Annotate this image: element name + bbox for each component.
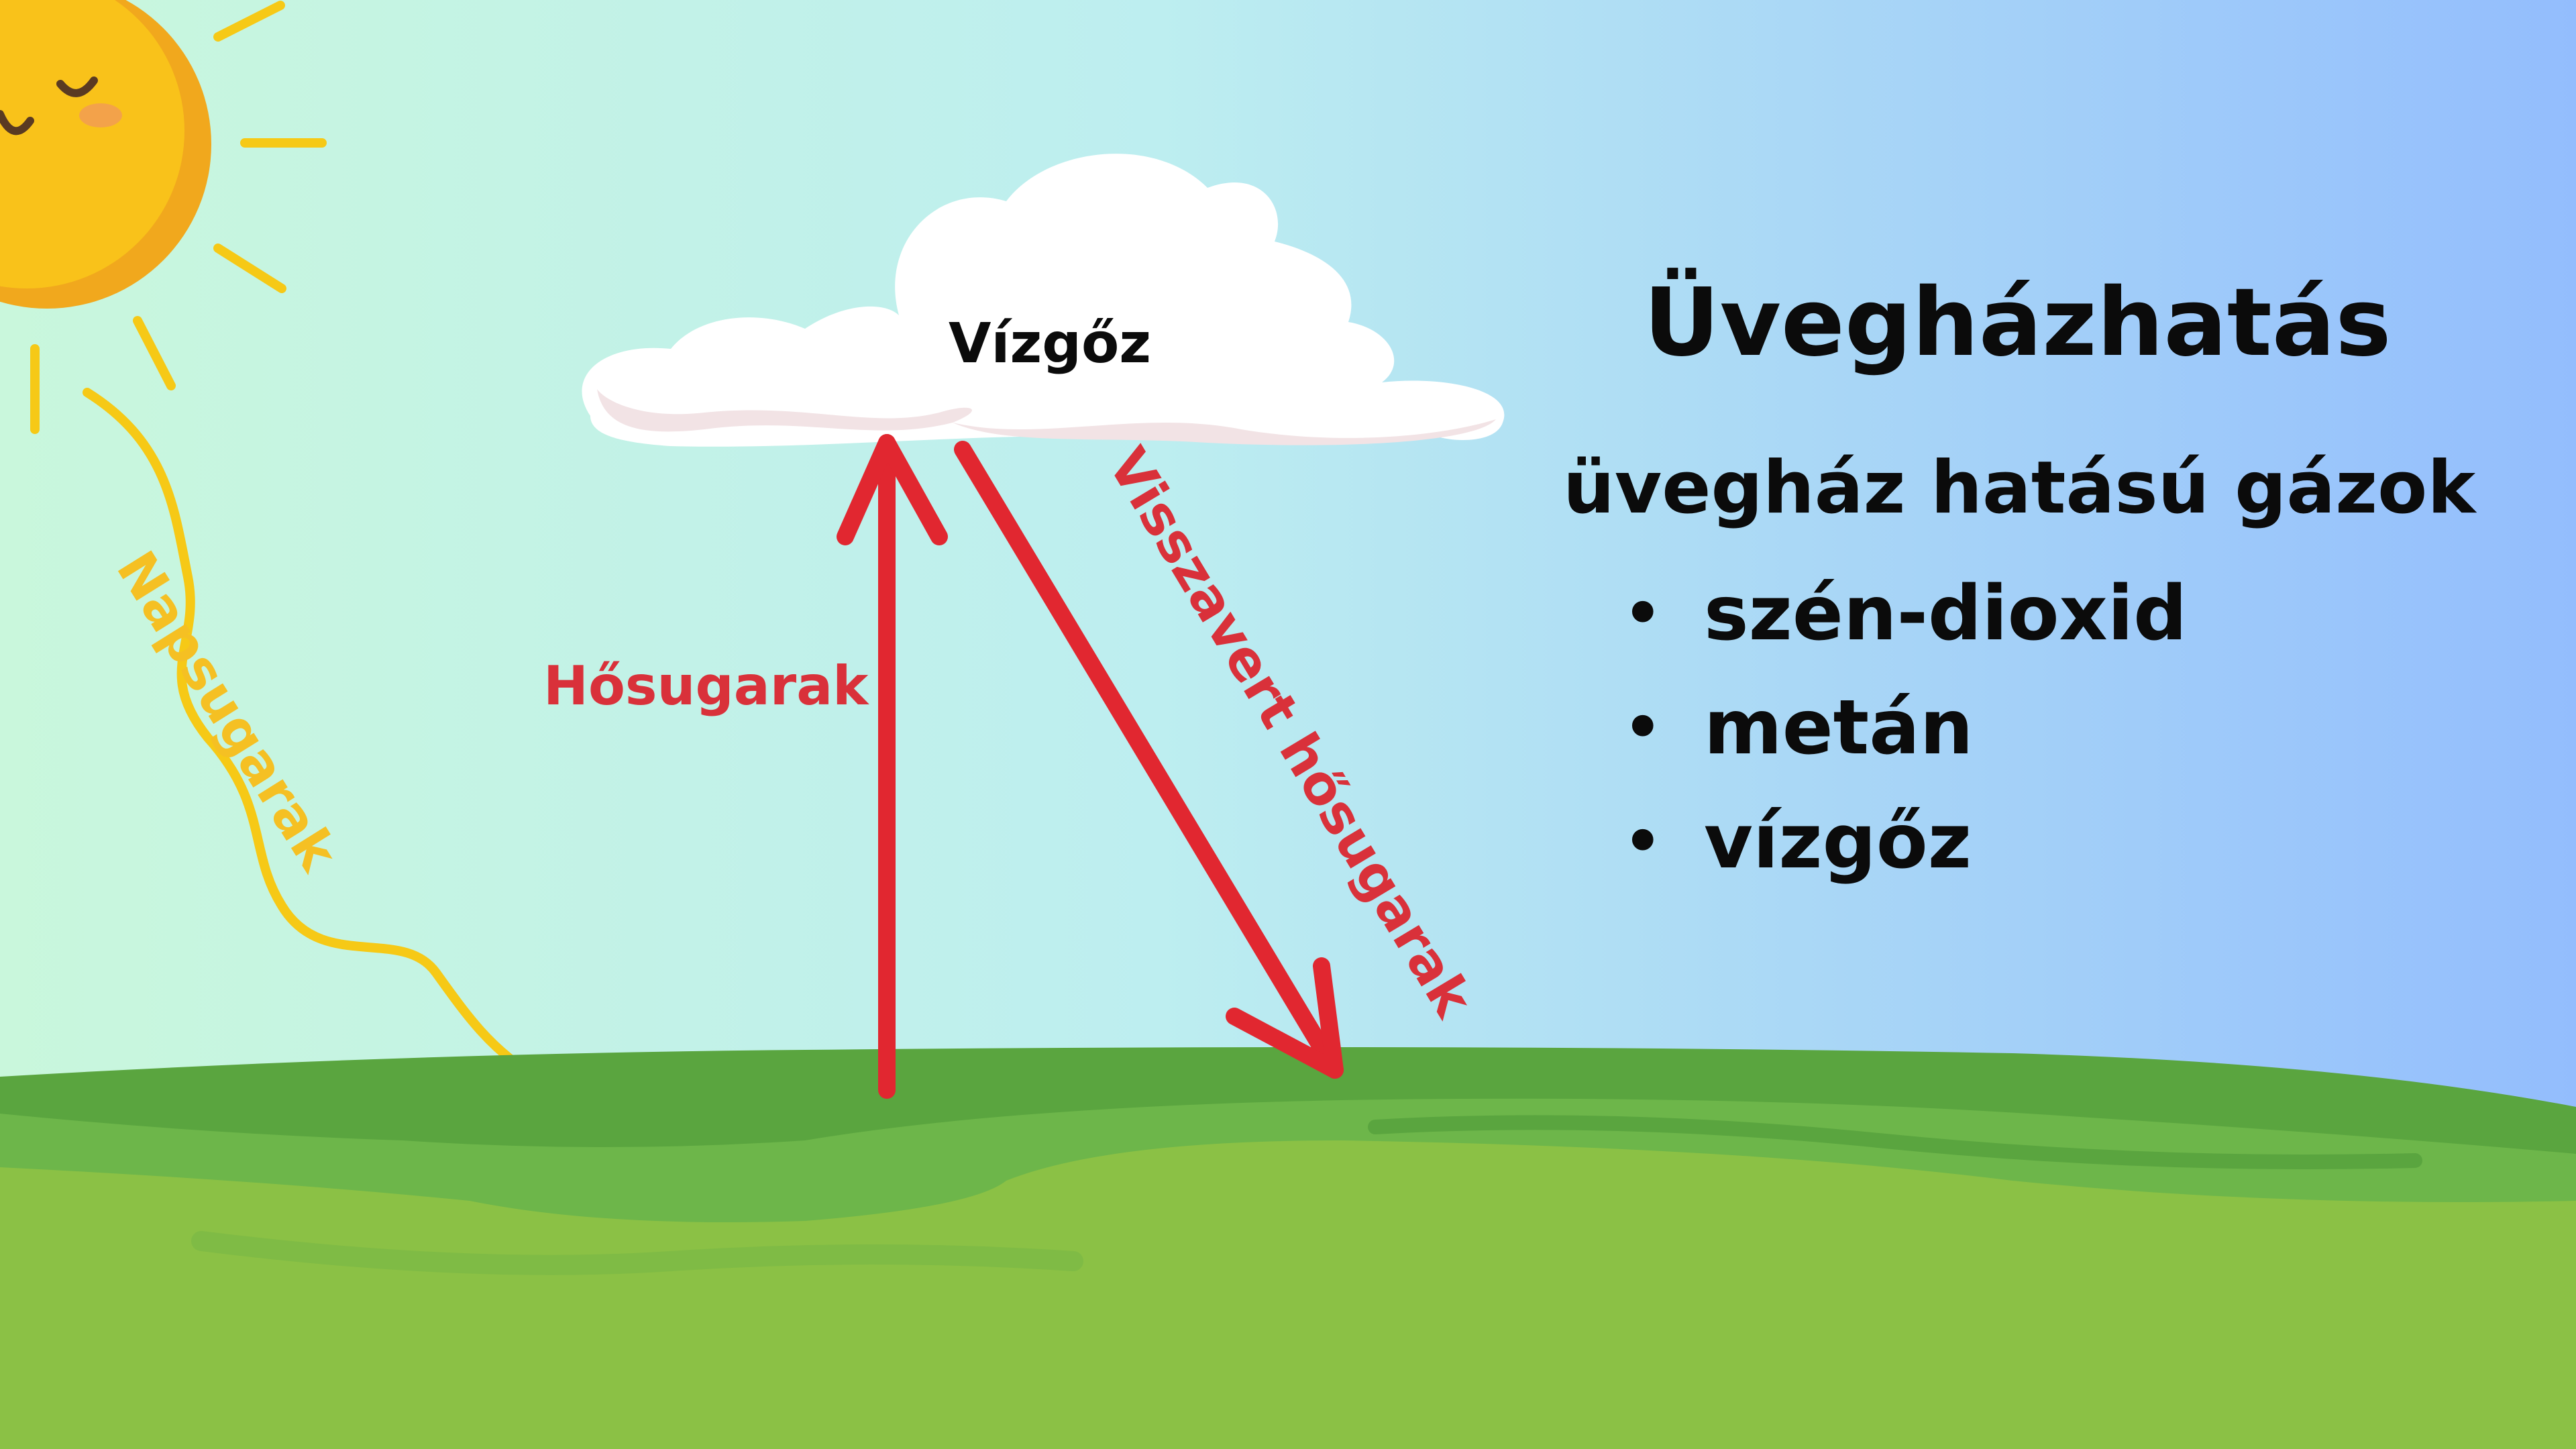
cloud-icon <box>582 154 1505 447</box>
list-item: • szén-dioxid <box>1623 557 2187 671</box>
cloud-label: Vízgőz <box>949 312 1151 376</box>
reflected-heat-rays-arrow <box>954 441 1344 1079</box>
gas-label: metán <box>1704 684 1974 771</box>
bullet-icon: • <box>1623 578 1662 649</box>
gas-label: vízgőz <box>1704 798 1972 885</box>
heat-rays-label: Hősugarak <box>543 655 869 717</box>
gases-subtitle: üvegház hatású gázok <box>1563 446 2476 530</box>
sun-icon <box>0 0 327 434</box>
heat-rays-arrow <box>837 434 948 1099</box>
ground-grass <box>0 1047 2576 1449</box>
bullet-icon: • <box>1623 692 1662 763</box>
gas-label: szén-dioxid <box>1704 570 2188 657</box>
page-title: Üvegházhatás <box>1644 268 2392 378</box>
gas-list: • szén-dioxid • metán • vízgőz <box>1623 557 2187 899</box>
list-item: • metán <box>1623 671 2187 785</box>
bullet-icon: • <box>1623 806 1662 877</box>
list-item: • vízgőz <box>1623 785 2187 899</box>
